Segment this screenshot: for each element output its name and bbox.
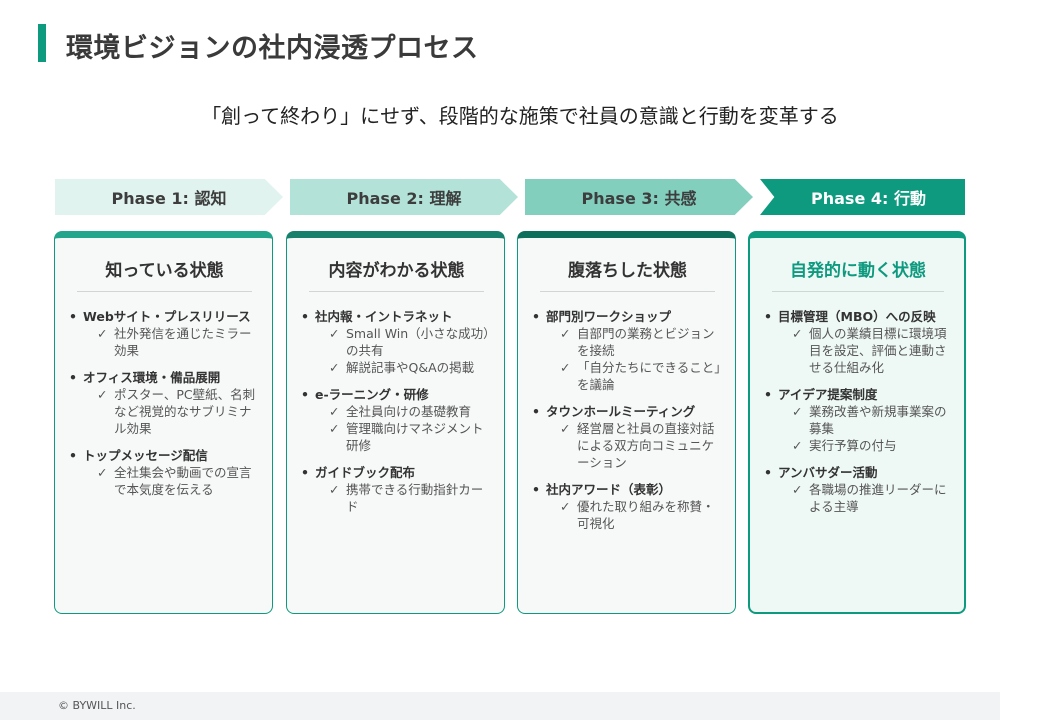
sub-item: ✓Small Win（小さな成功）の共有 bbox=[329, 326, 490, 358]
title-accent-bar bbox=[38, 24, 46, 62]
check-icon: ✓ bbox=[329, 482, 340, 497]
phase-2-card: 内容がわかる状態 社内報・イントラネット ✓Small Win（小さな成功）の共… bbox=[286, 231, 505, 614]
page-title: 環境ビジョンの社内浸透プロセス bbox=[66, 33, 479, 64]
item-heading: 目標管理（MBO）への反映 bbox=[764, 308, 952, 325]
sub-item: ✓全社集会や動画での宣言で本気度を伝える bbox=[97, 465, 252, 497]
card-title: 知っている状態 bbox=[77, 256, 252, 292]
check-icon: ✓ bbox=[792, 326, 803, 341]
check-icon: ✓ bbox=[792, 404, 803, 419]
item-heading: タウンホールミーティング bbox=[532, 403, 723, 420]
list-item: アンバサダー活動 ✓各職場の推進リーダーによる主導 bbox=[764, 464, 952, 515]
sub-item: ✓自部門の業務とビジョンを接続 bbox=[560, 326, 715, 358]
check-icon: ✓ bbox=[97, 326, 108, 341]
check-icon: ✓ bbox=[560, 499, 571, 514]
item-heading: アンバサダー活動 bbox=[764, 464, 952, 481]
check-icon: ✓ bbox=[792, 482, 803, 497]
sub-item: ✓経営層と社員の直接対話による双方向コミュニケーション bbox=[560, 421, 715, 470]
check-icon: ✓ bbox=[97, 387, 108, 402]
item-heading: 部門別ワークショップ bbox=[532, 308, 723, 325]
check-icon: ✓ bbox=[792, 438, 803, 453]
list-item: ガイドブック配布 ✓携帯できる行動指針カード bbox=[301, 464, 492, 515]
phase-3-card: 腹落ちした状態 部門別ワークショップ ✓自部門の業務とビジョンを接続 ✓「自分た… bbox=[517, 231, 736, 614]
list-item: タウンホールミーティング ✓経営層と社員の直接対話による双方向コミュニケーション bbox=[532, 403, 723, 471]
sub-item: ✓実行予算の付与 bbox=[792, 438, 897, 453]
list-item: 社内報・イントラネット ✓Small Win（小さな成功）の共有 ✓解説記事やQ… bbox=[301, 308, 492, 376]
item-heading: アイデア提案制度 bbox=[764, 386, 952, 403]
sub-item: ✓全社員向けの基礎教育 bbox=[329, 404, 472, 419]
item-heading: e-ラーニング・研修 bbox=[301, 386, 492, 403]
card-title: 自発的に動く状態 bbox=[772, 256, 944, 292]
item-heading: ガイドブック配布 bbox=[301, 464, 492, 481]
sub-item: ✓業務改善や新規事業案の募集 bbox=[792, 404, 947, 436]
sub-item: ✓管理職向けマネジメント研修 bbox=[329, 421, 484, 453]
check-icon: ✓ bbox=[329, 326, 340, 341]
list-item: オフィス環境・備品展開 ✓ポスター、PC壁紙、名刺など視覚的なサブリミナル効果 bbox=[69, 369, 260, 437]
item-heading: トップメッセージ配信 bbox=[69, 447, 260, 464]
sub-item: ✓ポスター、PC壁紙、名刺など視覚的なサブリミナル効果 bbox=[97, 387, 256, 436]
sub-item: ✓解説記事やQ&Aの掲載 bbox=[329, 360, 475, 375]
list-item: トップメッセージ配信 ✓全社集会や動画での宣言で本気度を伝える bbox=[69, 447, 260, 498]
list-item: 部門別ワークショップ ✓自部門の業務とビジョンを接続 ✓「自分たちにできること」… bbox=[532, 308, 723, 393]
sub-item: ✓社外発信を通じたミラー効果 bbox=[97, 326, 252, 358]
sub-item: ✓優れた取り組みを称賛・可視化 bbox=[560, 499, 715, 531]
sub-item: ✓「自分たちにできること」を議論 bbox=[560, 360, 721, 392]
list-item: アイデア提案制度 ✓業務改善や新規事業案の募集 ✓実行予算の付与 bbox=[764, 386, 952, 454]
phase-2-header: Phase 2: 理解 bbox=[290, 179, 518, 215]
list-item: 目標管理（MBO）への反映 ✓個人の業績目標に環境項目を設定、評価と連動させる仕… bbox=[764, 308, 952, 376]
card-title: 内容がわかる状態 bbox=[309, 256, 484, 292]
page-subtitle: 「創って終わり」にせず、段階的な施策で社員の意識と行動を変革する bbox=[201, 104, 839, 128]
sub-item: ✓個人の業績目標に環境項目を設定、評価と連動させる仕組み化 bbox=[792, 326, 947, 375]
footer-bar: © BYWILL Inc. bbox=[0, 692, 1000, 720]
list-item: e-ラーニング・研修 ✓全社員向けの基礎教育 ✓管理職向けマネジメント研修 bbox=[301, 386, 492, 454]
list-item: Webサイト・プレスリリース ✓社外発信を通じたミラー効果 bbox=[69, 308, 260, 359]
item-heading: Webサイト・プレスリリース bbox=[69, 308, 260, 325]
check-icon: ✓ bbox=[560, 326, 571, 341]
check-icon: ✓ bbox=[329, 421, 340, 436]
card-title: 腹落ちした状態 bbox=[540, 256, 715, 292]
phase-4-card: 自発的に動く状態 目標管理（MBO）への反映 ✓個人の業績目標に環境項目を設定、… bbox=[748, 231, 966, 614]
sub-item: ✓各職場の推進リーダーによる主導 bbox=[792, 482, 947, 514]
phase-1-header: Phase 1: 認知 bbox=[55, 179, 283, 215]
check-icon: ✓ bbox=[329, 360, 340, 375]
item-heading: 社内報・イントラネット bbox=[301, 308, 492, 325]
phase-4-header: Phase 4: 行動 bbox=[760, 179, 965, 215]
phase-1-card: 知っている状態 Webサイト・プレスリリース ✓社外発信を通じたミラー効果 オフ… bbox=[54, 231, 273, 614]
phase-3-header: Phase 3: 共感 bbox=[525, 179, 753, 215]
check-icon: ✓ bbox=[560, 421, 571, 436]
copyright-text: © BYWILL Inc. bbox=[58, 699, 136, 712]
check-icon: ✓ bbox=[560, 360, 571, 375]
item-heading: オフィス環境・備品展開 bbox=[69, 369, 260, 386]
sub-item: ✓携帯できる行動指針カード bbox=[329, 482, 484, 514]
check-icon: ✓ bbox=[329, 404, 340, 419]
check-icon: ✓ bbox=[97, 465, 108, 480]
list-item: 社内アワード（表彰） ✓優れた取り組みを称賛・可視化 bbox=[532, 481, 723, 532]
item-heading: 社内アワード（表彰） bbox=[532, 481, 723, 498]
